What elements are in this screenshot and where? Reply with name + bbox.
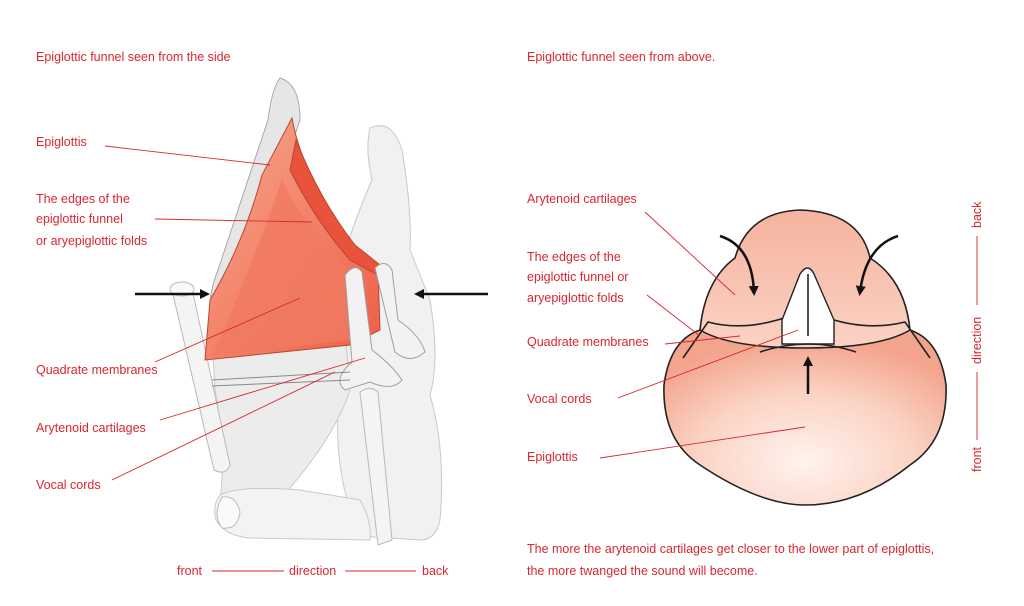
label-arytenoid-cartilages: Arytenoid cartilages bbox=[527, 192, 637, 206]
arytenoid-motion-arrow-left bbox=[719, 234, 759, 296]
back-cartilage-shape bbox=[329, 125, 443, 541]
cricoid-ring-shape bbox=[216, 496, 241, 529]
epiglottis-bowl-shape bbox=[663, 329, 947, 506]
axis-front-label: front bbox=[177, 564, 203, 578]
axis-direction-label: direction bbox=[289, 564, 336, 578]
top-view-title: Epiglottic funnel seen from above. bbox=[527, 50, 715, 64]
cricoid-cartilage-shape bbox=[214, 487, 371, 541]
leader-line bbox=[664, 335, 741, 345]
axis-back-label: back bbox=[970, 201, 984, 228]
side-view-leaders bbox=[104, 145, 366, 481]
label-arytenoid-cartilages: Arytenoid cartilages bbox=[36, 421, 146, 435]
arytenoid-motion-arrow-right bbox=[855, 234, 899, 296]
top-view-direction-axis: back direction front bbox=[970, 201, 984, 472]
vocal-cord-line bbox=[211, 371, 351, 381]
label-edges-line2: epiglottic funnel or bbox=[527, 270, 628, 284]
side-view-title: Epiglottic funnel seen from the side bbox=[36, 50, 231, 64]
side-view-illustration bbox=[135, 77, 488, 546]
axis-back-label: back bbox=[422, 564, 449, 578]
label-edges-line1: The edges of the bbox=[527, 250, 621, 264]
label-edges-line3: aryepiglottic folds bbox=[527, 291, 624, 305]
label-edges-line2: epiglottic funnel bbox=[36, 212, 123, 226]
funnel-inner-shape bbox=[212, 180, 350, 356]
leader-line bbox=[599, 426, 806, 459]
vocal-cord-arc bbox=[759, 343, 857, 353]
leader-line bbox=[111, 371, 336, 481]
caption-line1: The more the arytenoid cartilages get cl… bbox=[527, 542, 934, 556]
label-vocal-cords: Vocal cords bbox=[36, 478, 101, 492]
arytenoid-cartilage-shape bbox=[339, 267, 403, 391]
leader-line bbox=[154, 218, 313, 223]
side-view-direction-axis: front direction back bbox=[177, 564, 449, 578]
arytenoid-cartilage-rear-shape bbox=[374, 263, 426, 359]
label-epiglottis: Epiglottis bbox=[36, 135, 87, 149]
aryepiglottic-fold-edge bbox=[682, 315, 791, 359]
label-quadrate-membranes: Quadrate membranes bbox=[36, 363, 158, 377]
label-epiglottis: Epiglottis bbox=[527, 450, 578, 464]
leader-line bbox=[644, 211, 736, 296]
label-edges-line1: The edges of the bbox=[36, 192, 130, 206]
axis-front-label: front bbox=[970, 446, 984, 472]
rear-tube-shape bbox=[359, 388, 393, 546]
label-edges-line3: or aryepiglottic folds bbox=[36, 234, 147, 248]
leader-line bbox=[646, 294, 701, 337]
leader-line bbox=[104, 145, 271, 166]
hyoid-end-shape bbox=[169, 281, 195, 297]
leader-line bbox=[159, 357, 366, 421]
top-view-leaders bbox=[599, 211, 806, 459]
top-view-illustration bbox=[663, 209, 947, 506]
leader-line bbox=[154, 297, 301, 363]
leader-line bbox=[617, 329, 799, 399]
label-vocal-cords: Vocal cords bbox=[527, 392, 592, 406]
label-quadrate-membranes: Quadrate membranes bbox=[527, 335, 649, 349]
axis-direction-label: direction bbox=[970, 317, 984, 364]
caption-line2: the more twanged the sound will become. bbox=[527, 564, 758, 578]
